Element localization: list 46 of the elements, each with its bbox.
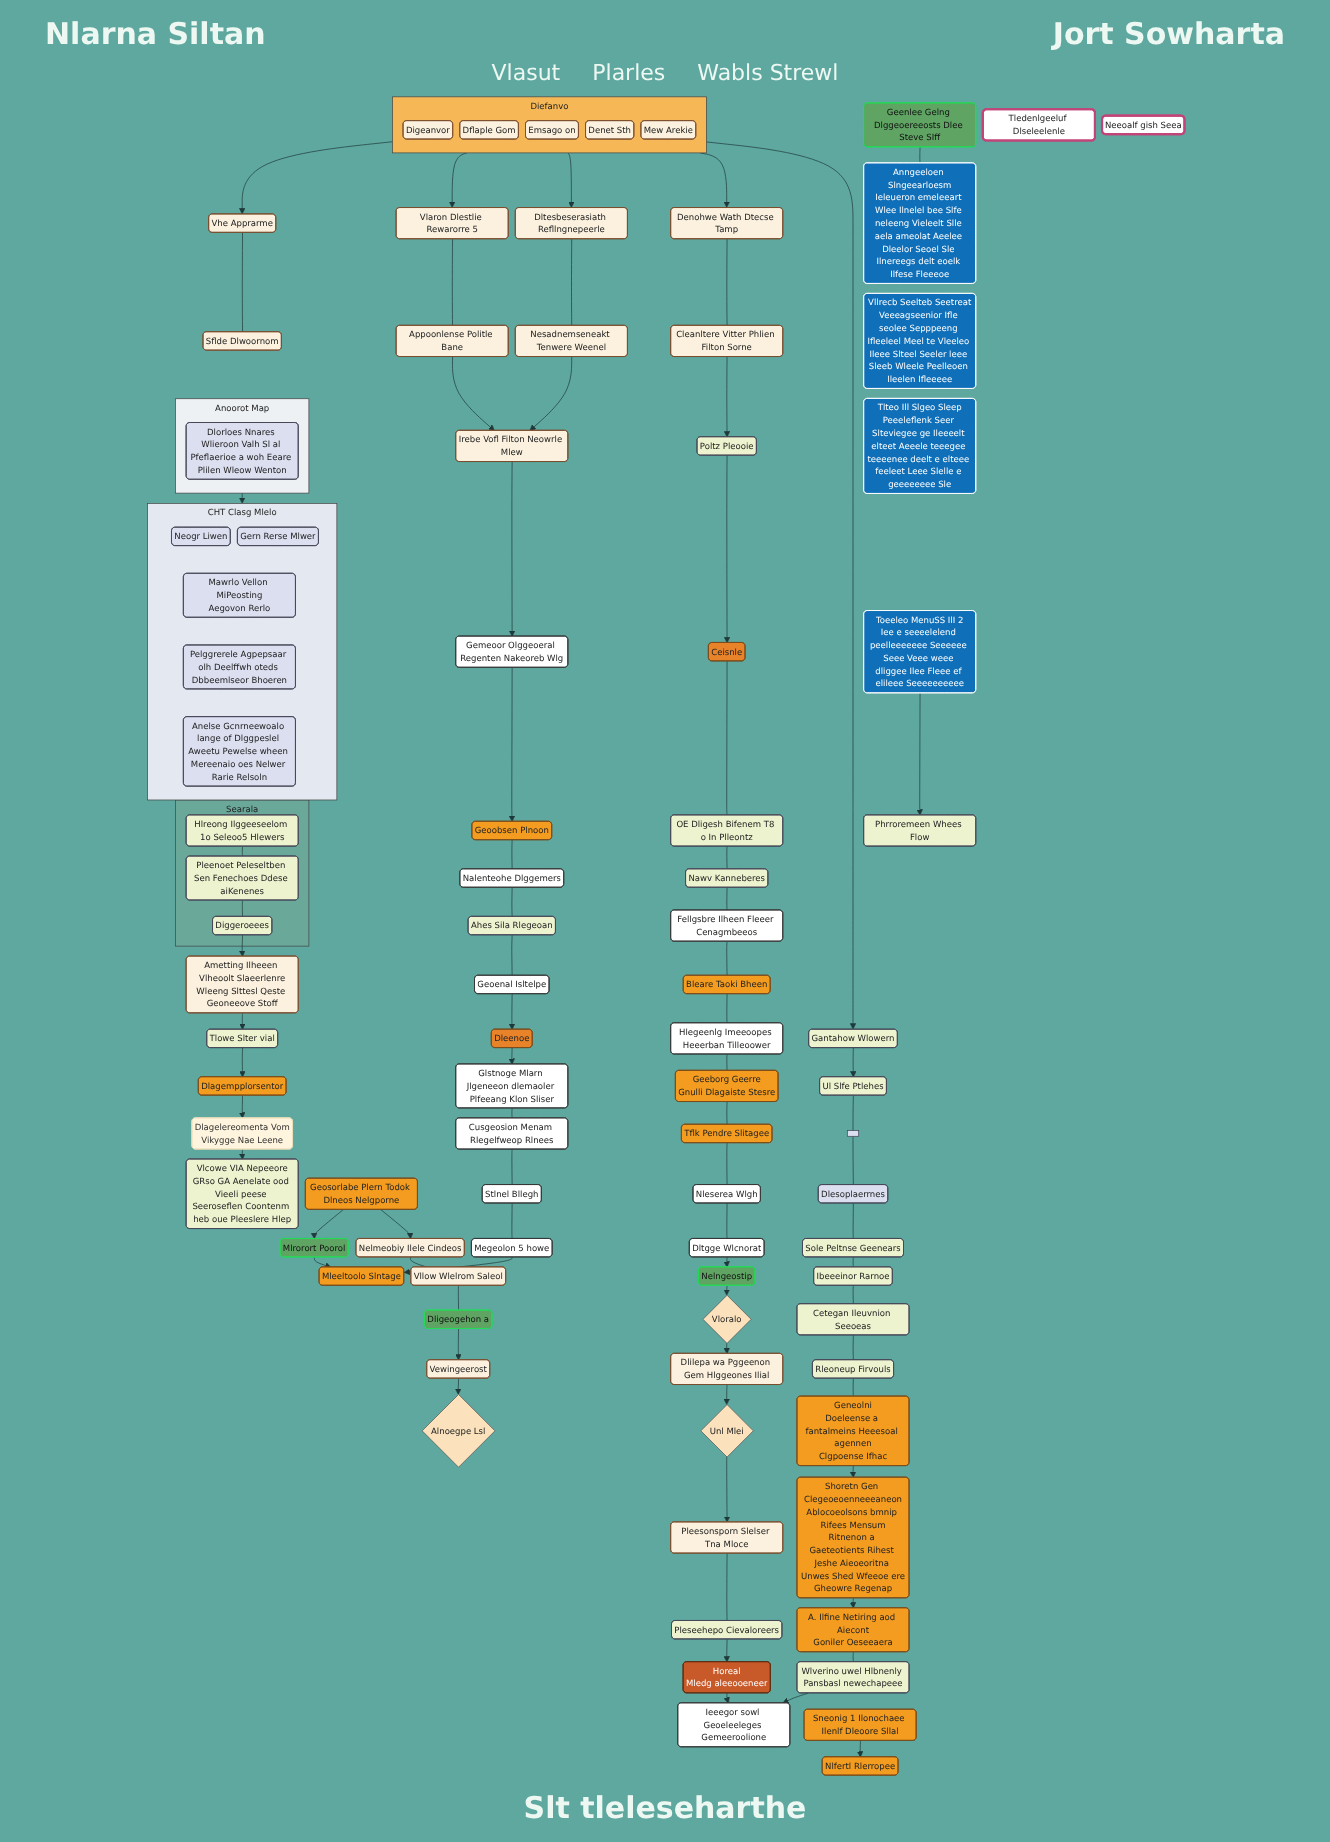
connector [851, 1202, 853, 1240]
connector [725, 1142, 727, 1186]
connector [570, 238, 572, 326]
arrow [722, 1692, 729, 1704]
connector [851, 1334, 853, 1361]
connector [725, 887, 727, 911]
arrow [238, 1149, 245, 1160]
connector [725, 1553, 727, 1622]
connector [851, 1135, 853, 1186]
connector [725, 993, 727, 1024]
arrow [722, 1256, 729, 1268]
connector [510, 1149, 512, 1186]
note-label: Vlasut [491, 60, 561, 86]
connector [510, 887, 512, 918]
connector [851, 1378, 853, 1397]
arrow [722, 1343, 729, 1354]
connector [918, 146, 920, 164]
arrow [848, 1597, 856, 1609]
connector [510, 1107, 512, 1119]
connector [450, 238, 452, 326]
node-box [845, 1130, 859, 1137]
diagram-title: Nlarna Siltan [45, 16, 266, 52]
connector [725, 660, 727, 816]
connector [851, 1095, 853, 1131]
connector [240, 846, 242, 857]
connector [510, 1202, 512, 1240]
connector [725, 941, 727, 976]
connector [510, 839, 512, 870]
connector [851, 1651, 853, 1663]
connector [725, 1053, 727, 1071]
note-label: Wabls Strewl [697, 60, 839, 86]
connector [851, 1285, 853, 1305]
note-label: Plarles [592, 60, 666, 86]
connector [725, 846, 727, 870]
connector [725, 1101, 727, 1125]
connector [725, 238, 727, 326]
connector [510, 934, 512, 976]
connector [240, 232, 242, 333]
connector [240, 900, 242, 918]
diagram-caption: Slt tleleseharthe [523, 1788, 807, 1830]
arrow [238, 492, 245, 504]
arrow [722, 1285, 729, 1296]
connector [725, 1202, 727, 1240]
connector [456, 1285, 458, 1311]
note-label: Jort Sowharta [1052, 16, 1285, 52]
connector [851, 1256, 853, 1268]
